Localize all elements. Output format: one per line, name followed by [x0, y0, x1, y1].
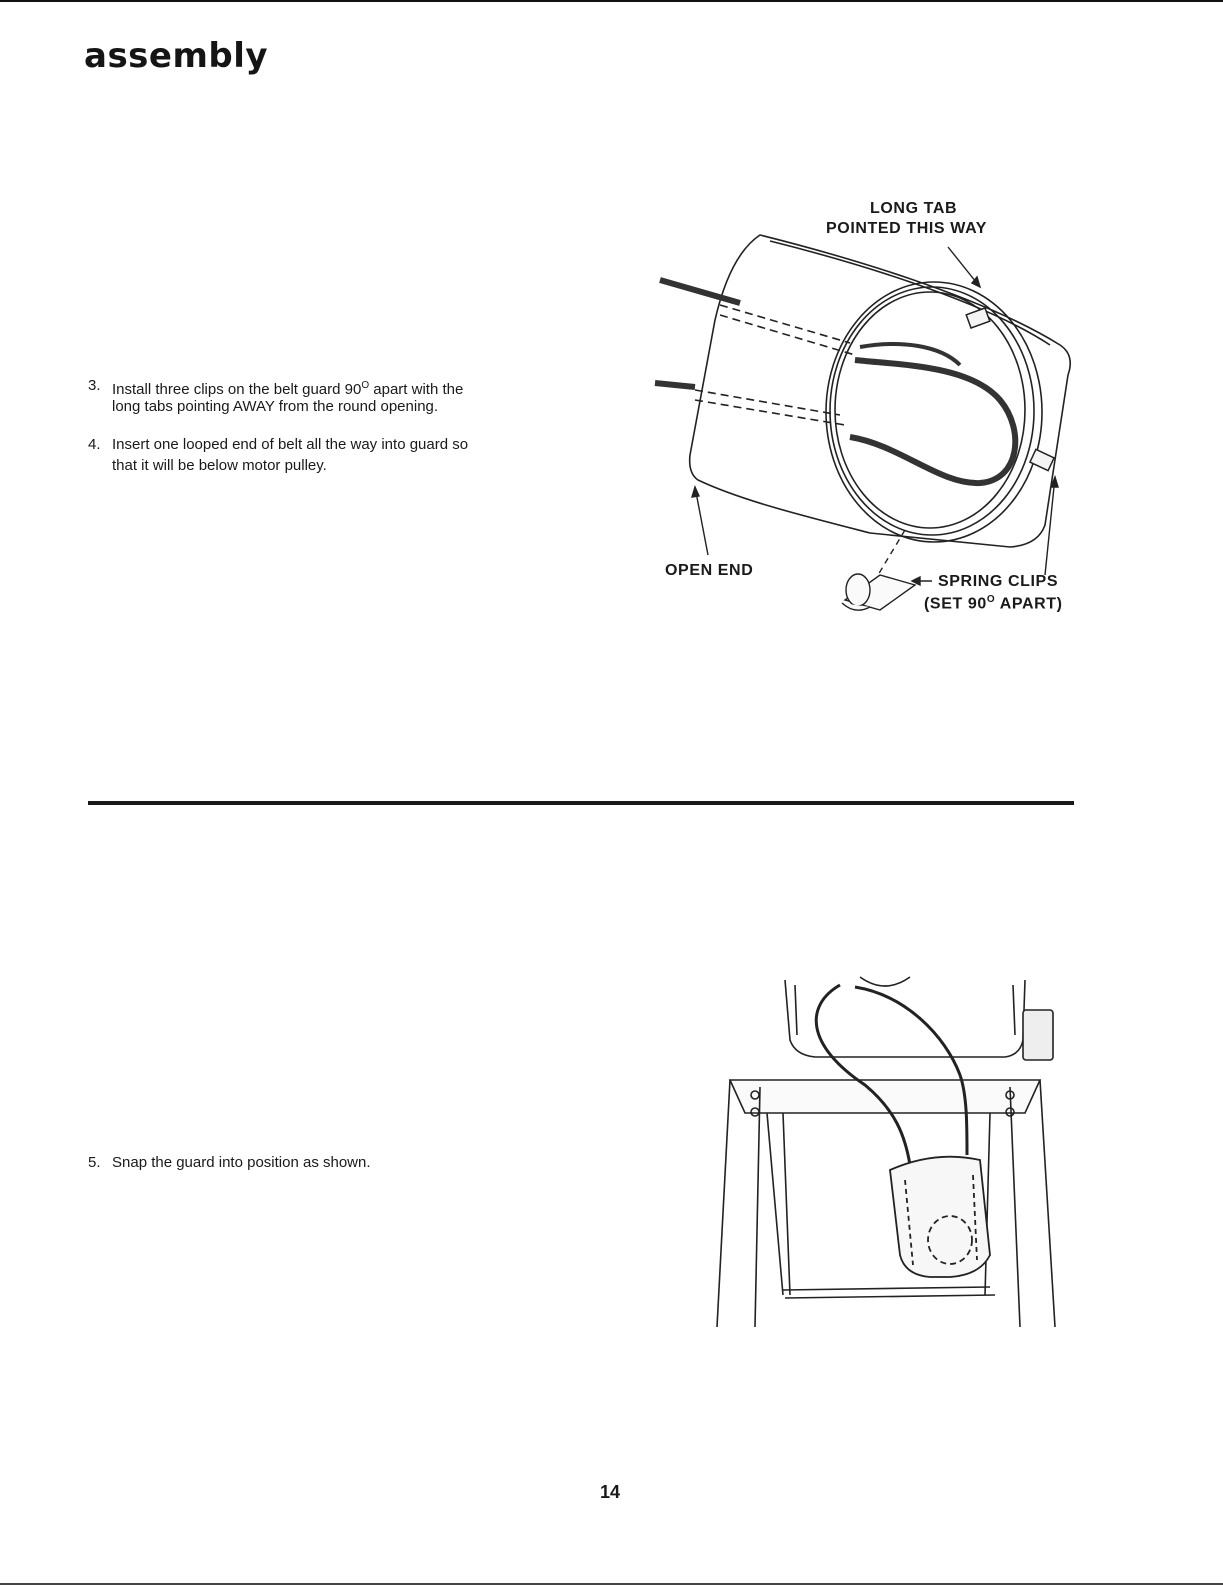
step-number: 5.	[88, 1154, 101, 1171]
step-text-line-1: Snap the guard into position as shown.	[112, 1154, 371, 1171]
belt-guard-clips-illustration	[654, 234, 1071, 611]
label-open-end: OPEN END	[665, 562, 754, 579]
page-number: 14	[600, 1482, 621, 1502]
step-5: 5. Snap the guard into position as shown…	[88, 1152, 568, 1176]
label-set-90-apart: (SET 90O APART)	[924, 594, 1063, 613]
label-pointed-this-way: POINTED THIS WAY	[826, 220, 988, 237]
step-3: 3. Install three clips on the belt guard…	[88, 375, 568, 419]
step-text-line-2: long tabs pointing AWAY from the round o…	[112, 398, 439, 415]
step-text-line-1: Install three clips on the belt guard 90…	[112, 380, 464, 398]
section-divider	[88, 801, 1074, 805]
step-number: 3.	[88, 377, 101, 394]
bottom-rule	[0, 1583, 1223, 1585]
label-spring-clips: SPRING CLIPS	[938, 573, 1059, 590]
guard-on-stand-illustration	[716, 976, 1056, 1328]
label-long-tab: LONG TAB	[870, 200, 958, 217]
top-rule	[0, 0, 1223, 2]
step-number: 4.	[88, 436, 101, 453]
page-title: assembly	[84, 36, 269, 76]
step-4: 4. Insert one looped end of belt all the…	[88, 434, 568, 478]
step-text-line-1: Insert one looped end of belt all the wa…	[112, 436, 469, 453]
step-text-line-2: that it will be below motor pulley.	[112, 457, 327, 474]
